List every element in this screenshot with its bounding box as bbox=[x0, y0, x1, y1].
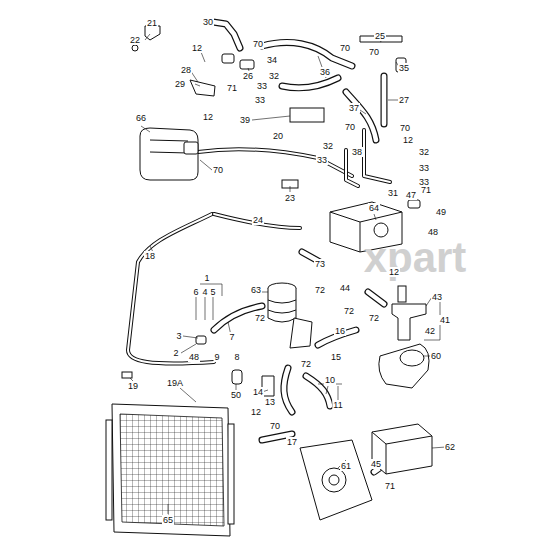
callout-number: 34 bbox=[266, 55, 278, 65]
callout-number: 33 bbox=[418, 163, 430, 173]
callout-number: 1 bbox=[203, 273, 210, 283]
callout-number: 24 bbox=[252, 215, 264, 225]
callout-number: 50 bbox=[230, 390, 242, 400]
callout-number: 12 bbox=[202, 112, 214, 122]
callout-number: 37 bbox=[348, 103, 360, 113]
callout-number: 23 bbox=[284, 193, 296, 203]
callout-number: 15 bbox=[330, 352, 342, 362]
callout-number: 49 bbox=[435, 207, 447, 217]
callout-number: 47 bbox=[405, 190, 417, 200]
callout-number: 22 bbox=[129, 35, 141, 45]
callout-number: 72 bbox=[343, 306, 355, 316]
callout-number: 12 bbox=[402, 135, 414, 145]
callout-number: 36 bbox=[319, 67, 331, 77]
callout-number: 17 bbox=[286, 437, 298, 447]
callout-number: 33 bbox=[316, 155, 328, 165]
callout-number: 27 bbox=[398, 95, 410, 105]
callout-number: 11 bbox=[332, 400, 343, 410]
callout-number: 18 bbox=[144, 251, 156, 261]
callout-number: 19A bbox=[166, 378, 184, 388]
callout-number: 8 bbox=[233, 352, 240, 362]
callout-number: 70 bbox=[339, 43, 351, 53]
callout-number: 30 bbox=[202, 17, 214, 27]
callout-number: 33 bbox=[254, 95, 266, 105]
callout-number: 60 bbox=[430, 351, 442, 361]
callout-number: 70 bbox=[344, 122, 356, 132]
callout-number: 12 bbox=[388, 267, 400, 277]
callout-number: 70 bbox=[269, 421, 281, 431]
callout-number: 32 bbox=[322, 141, 334, 151]
callout-number: 70 bbox=[212, 165, 224, 175]
callout-number: 65 bbox=[162, 515, 174, 525]
callout-number: 14 bbox=[252, 387, 264, 397]
callout-number: 72 bbox=[300, 359, 312, 369]
callout-number: 43 bbox=[431, 292, 443, 302]
callout-number: 4 bbox=[201, 287, 208, 297]
components bbox=[106, 26, 432, 536]
callout-number: 9 bbox=[213, 352, 220, 362]
callout-number: 61 bbox=[340, 461, 352, 471]
callout-number: 71 bbox=[226, 83, 238, 93]
callout-number: 39 bbox=[239, 115, 251, 125]
callout-number: 33 bbox=[256, 81, 268, 91]
callout-number: 19 bbox=[127, 381, 139, 391]
callout-number: 29 bbox=[174, 79, 186, 89]
callout-number: 48 bbox=[427, 227, 439, 237]
callout-number: 72 bbox=[314, 285, 326, 295]
callout-number: 48 bbox=[188, 352, 200, 362]
callout-number: 6 bbox=[192, 287, 199, 297]
callout-number: 32 bbox=[418, 147, 430, 157]
callout-number: 10 bbox=[324, 375, 336, 385]
callout-number: 7 bbox=[228, 332, 235, 342]
callout-number: 70 bbox=[252, 39, 264, 49]
callout-number: 63 bbox=[250, 285, 262, 295]
callout-number: 73 bbox=[314, 259, 326, 269]
callout-number: 28 bbox=[180, 65, 192, 75]
callout-number: 21 bbox=[146, 18, 158, 28]
callout-number: 72 bbox=[254, 313, 266, 323]
callout-number: 16 bbox=[334, 326, 346, 336]
callout-number: 26 bbox=[242, 71, 254, 81]
callout-number: 64 bbox=[368, 203, 380, 213]
callout-number: 71 bbox=[384, 481, 396, 491]
callout-number: 70 bbox=[399, 123, 411, 133]
callout-number: 31 bbox=[387, 188, 399, 198]
callout-number: 62 bbox=[444, 442, 456, 452]
callout-number: 2 bbox=[172, 348, 179, 358]
callout-number: 45 bbox=[370, 459, 382, 469]
callout-number: 41 bbox=[439, 315, 451, 325]
callout-number: 72 bbox=[368, 313, 380, 323]
callout-number: 12 bbox=[191, 43, 203, 53]
callout-number: 70 bbox=[368, 47, 380, 57]
leader-lines bbox=[130, 34, 446, 514]
watermark: xpart bbox=[363, 236, 468, 280]
callout-number: 35 bbox=[398, 63, 410, 73]
callout-number: 42 bbox=[424, 326, 436, 336]
callout-number: 44 bbox=[339, 283, 351, 293]
callout-number: 5 bbox=[209, 287, 216, 297]
callout-number: 38 bbox=[351, 147, 363, 157]
callout-number: 32 bbox=[268, 71, 280, 81]
callout-number: 25 bbox=[374, 31, 386, 41]
callout-number: 13 bbox=[264, 397, 276, 407]
callout-number: 71 bbox=[420, 185, 432, 195]
callout-number: 3 bbox=[175, 331, 182, 341]
callout-number: 66 bbox=[135, 113, 147, 123]
callout-number: 20 bbox=[272, 131, 284, 141]
callout-number: 12 bbox=[250, 407, 262, 417]
